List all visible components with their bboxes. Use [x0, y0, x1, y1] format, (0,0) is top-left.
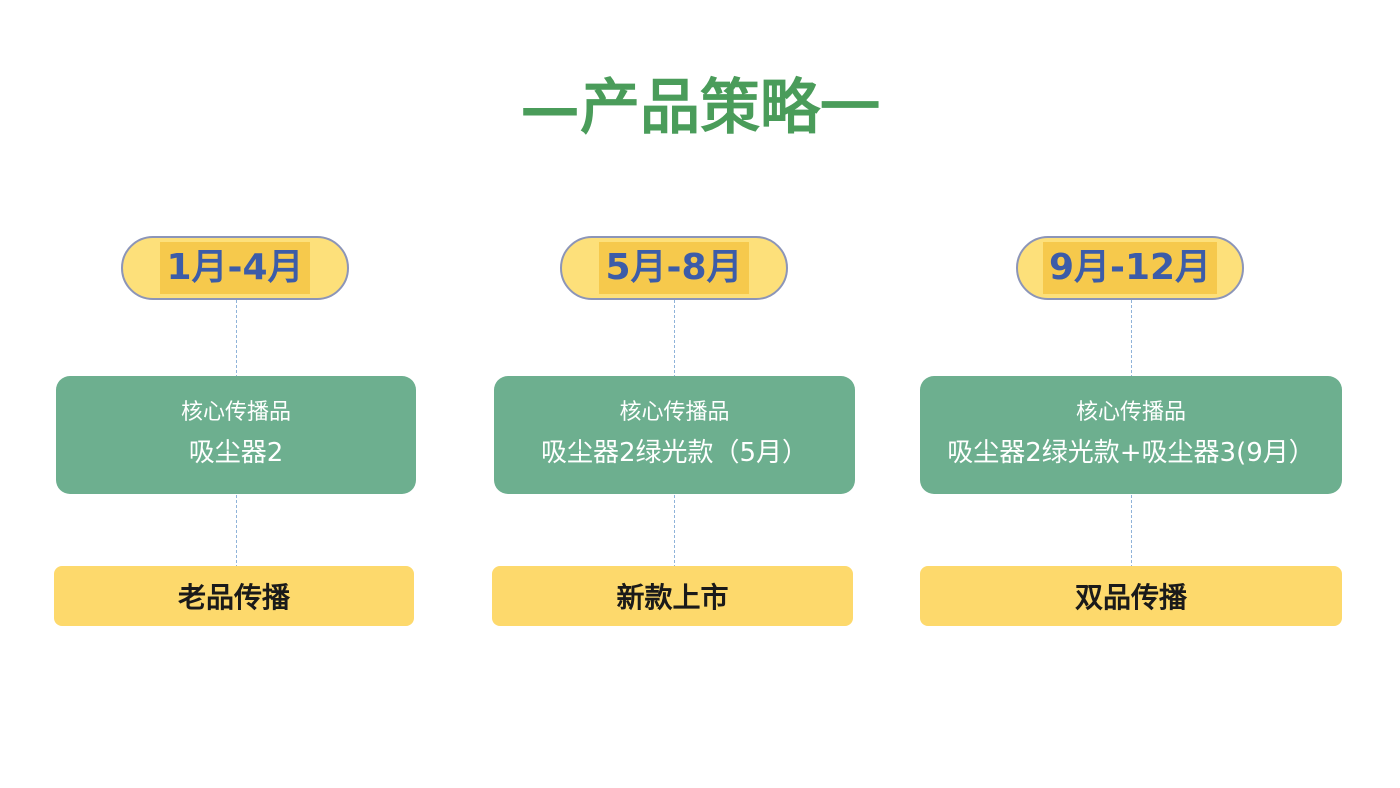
core-product-name: 吸尘器2绿光款+吸尘器3(9月）	[947, 438, 1315, 468]
phase-box: 老品传播	[54, 566, 414, 626]
core-product-name: 吸尘器2	[188, 438, 284, 468]
core-product-heading: 核心传播品	[619, 400, 730, 425]
period-pill: 9月-12月	[1016, 236, 1244, 300]
core-product-box: 核心传播品 吸尘器2	[56, 376, 416, 494]
period-pill: 5月-8月	[560, 236, 788, 300]
phase-label: 双品传播	[1074, 581, 1187, 614]
period-label: 5月-8月	[599, 242, 749, 294]
core-product-box: 核心传播品 吸尘器2绿光款（5月）	[494, 376, 855, 494]
phase-box: 新款上市	[492, 566, 853, 626]
core-product-name: 吸尘器2绿光款（5月）	[540, 438, 809, 468]
period-pill: 1月-4月	[121, 236, 349, 300]
core-product-box: 核心传播品 吸尘器2绿光款+吸尘器3(9月）	[920, 376, 1342, 494]
period-label: 1月-4月	[160, 242, 310, 294]
phase-label: 新款上市	[616, 581, 729, 614]
phase-label: 老品传播	[177, 581, 290, 614]
page-title: —产品策略一	[520, 73, 880, 143]
phase-box: 双品传播	[920, 566, 1342, 626]
core-product-heading: 核心传播品	[180, 400, 291, 425]
core-product-heading: 核心传播品	[1075, 400, 1186, 425]
period-label: 9月-12月	[1042, 242, 1218, 294]
